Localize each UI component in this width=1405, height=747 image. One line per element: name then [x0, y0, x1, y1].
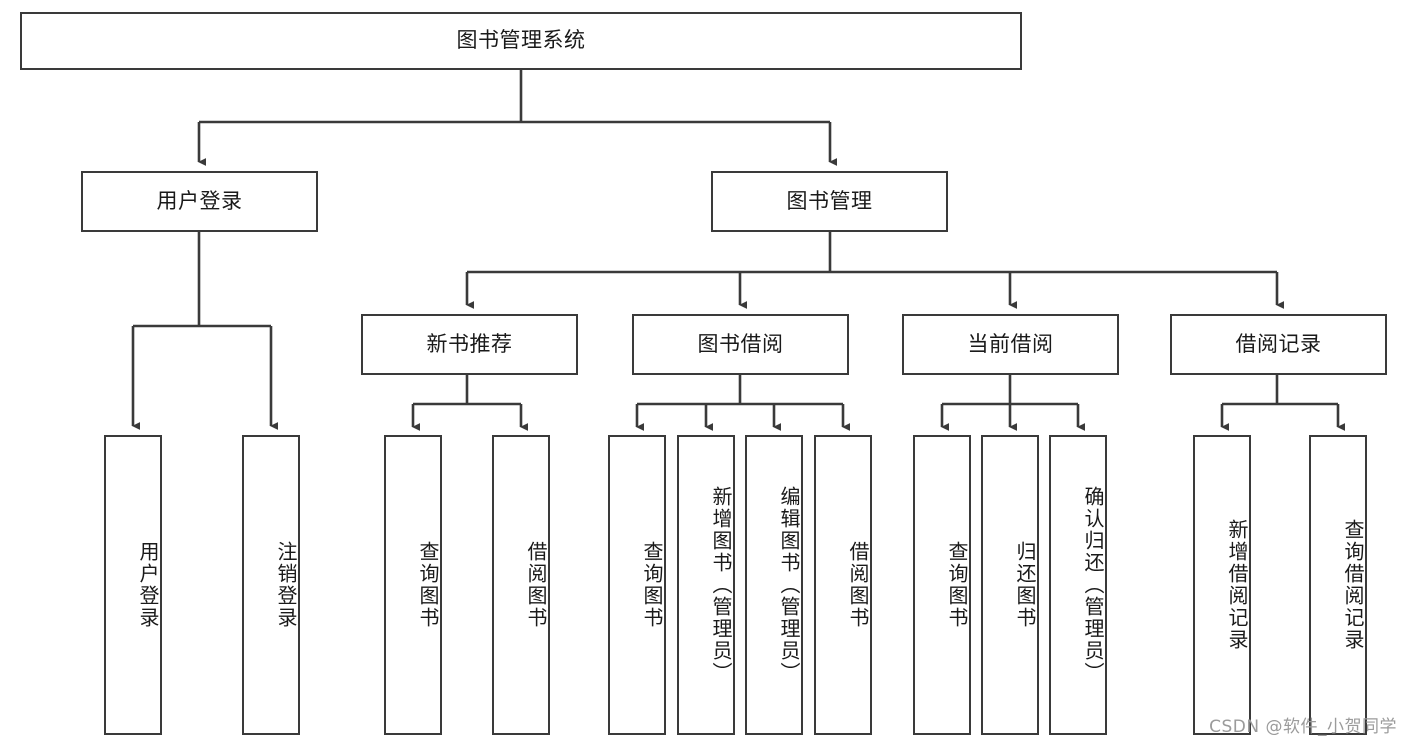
node-book-borrow[interactable]: 图书借阅: [632, 314, 849, 375]
node-new-book-recommend[interactable]: 新书推荐: [361, 314, 578, 375]
node-leaf-borrow-book-2[interactable]: 借阅图书: [814, 435, 872, 735]
node-leaf-add-book-label: 新增图书（管理员）: [709, 486, 733, 684]
node-leaf-user-login-label: 用户登录: [136, 541, 160, 629]
node-leaf-query-book-3[interactable]: 查询图书: [913, 435, 971, 735]
node-borrow-record[interactable]: 借阅记录: [1170, 314, 1387, 375]
node-root-label: 图书管理系统: [456, 28, 586, 53]
node-leaf-query-book-3-label: 查询图书: [945, 541, 969, 629]
node-leaf-borrow-book-1[interactable]: 借阅图书: [492, 435, 550, 735]
node-leaf-logout-label: 注销登录: [274, 541, 298, 629]
node-leaf-query-book-2[interactable]: 查询图书: [608, 435, 666, 735]
node-current-borrow[interactable]: 当前借阅: [902, 314, 1119, 375]
node-borrow-record-label: 借阅记录: [1235, 331, 1322, 356]
node-leaf-edit-book-label: 编辑图书（管理员）: [777, 486, 801, 684]
node-leaf-query-book-2-label: 查询图书: [640, 541, 664, 629]
node-leaf-confirm-return-label: 确认归还（管理员）: [1081, 486, 1105, 684]
node-leaf-query-record[interactable]: 查询借阅记录: [1309, 435, 1367, 735]
node-leaf-add-book[interactable]: 新增图书（管理员）: [677, 435, 735, 735]
node-leaf-user-login[interactable]: 用户登录: [104, 435, 162, 735]
node-user-login-label: 用户登录: [156, 188, 243, 213]
node-book-manage-label: 图书管理: [786, 188, 873, 213]
node-leaf-borrow-book-1-label: 借阅图书: [524, 541, 548, 629]
node-leaf-return-book[interactable]: 归还图书: [981, 435, 1039, 735]
node-leaf-add-record-label: 新增借阅记录: [1225, 519, 1249, 651]
node-leaf-add-record[interactable]: 新增借阅记录: [1193, 435, 1251, 735]
node-leaf-return-book-label: 归还图书: [1013, 541, 1037, 629]
node-leaf-query-book-1-label: 查询图书: [416, 541, 440, 629]
node-leaf-logout[interactable]: 注销登录: [242, 435, 300, 735]
node-user-login[interactable]: 用户登录: [81, 171, 318, 232]
node-root[interactable]: 图书管理系统: [20, 12, 1022, 70]
node-leaf-query-record-label: 查询借阅记录: [1341, 519, 1365, 651]
node-leaf-confirm-return[interactable]: 确认归还（管理员）: [1049, 435, 1107, 735]
node-leaf-edit-book[interactable]: 编辑图书（管理员）: [745, 435, 803, 735]
node-new-book-recommend-label: 新书推荐: [426, 331, 513, 356]
node-leaf-query-book-1[interactable]: 查询图书: [384, 435, 442, 735]
node-book-manage[interactable]: 图书管理: [711, 171, 948, 232]
node-leaf-borrow-book-2-label: 借阅图书: [846, 541, 870, 629]
node-book-borrow-label: 图书借阅: [697, 331, 784, 356]
node-current-borrow-label: 当前借阅: [967, 331, 1054, 356]
